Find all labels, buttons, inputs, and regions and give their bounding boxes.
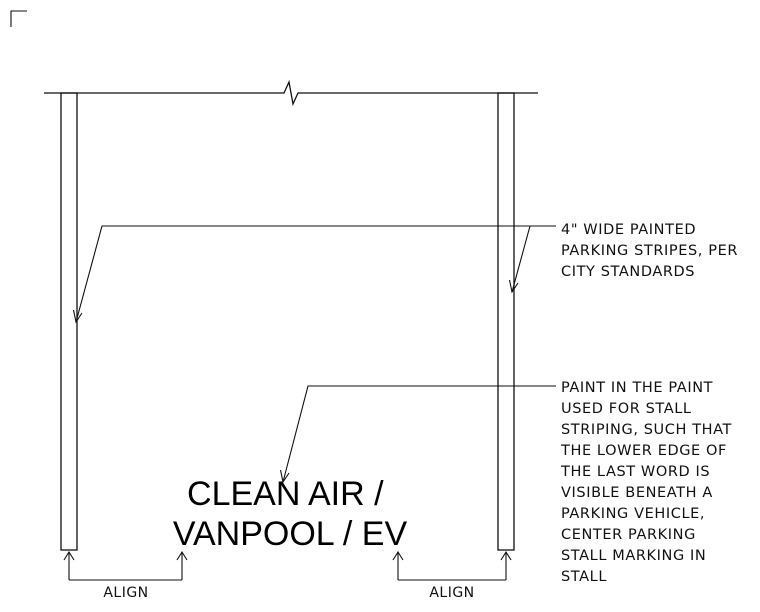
stripes-note-line: 4" WIDE PAINTED bbox=[561, 222, 696, 238]
stripes-note: 4" WIDE PAINTED PARKING STRIPES, PER CIT… bbox=[561, 222, 743, 280]
paint-note-line: STALL MARKING IN bbox=[561, 548, 706, 564]
right-align-dimension bbox=[392, 550, 512, 581]
paint-note-line: STALL bbox=[561, 569, 607, 585]
paint-note-line: CENTER PARKING bbox=[561, 527, 696, 543]
stall-marking-line: VANPOOL / EV bbox=[173, 515, 408, 553]
paint-note-line: STRIPING, SUCH THAT bbox=[561, 422, 732, 438]
left-align-label: ALIGN bbox=[103, 585, 148, 601]
left-parking-stripe bbox=[60, 92, 78, 551]
paint-note-line: THE LOWER EDGE OF bbox=[560, 443, 727, 459]
stripes-note-line: CITY STANDARDS bbox=[561, 264, 695, 280]
stripes-leader bbox=[72, 225, 556, 324]
stall-marking-text: CLEAN AIR / VANPOOL / EV bbox=[173, 475, 408, 553]
paint-note-line: THE LAST WORD IS bbox=[560, 464, 710, 480]
paint-note-line: USED FOR STALL bbox=[561, 401, 692, 417]
right-parking-stripe bbox=[497, 92, 515, 551]
stripes-note-line: PARKING STRIPES, PER bbox=[561, 243, 738, 259]
paint-leader bbox=[279, 385, 556, 484]
paint-note-line: PAINT IN THE PAINT bbox=[561, 380, 713, 396]
left-align-dimension bbox=[63, 550, 188, 581]
stall-marking-line: CLEAN AIR / bbox=[187, 475, 384, 513]
paint-note: PAINT IN THE PAINT USED FOR STALL STRIPI… bbox=[560, 380, 737, 585]
paint-note-line: VISIBLE BENEATH A bbox=[561, 485, 713, 501]
right-align-label: ALIGN bbox=[429, 585, 474, 601]
curb-line-with-break bbox=[44, 79, 538, 107]
corner-crop-mark bbox=[10, 10, 27, 27]
paint-note-line: PARKING VEHICLE, bbox=[561, 506, 705, 522]
